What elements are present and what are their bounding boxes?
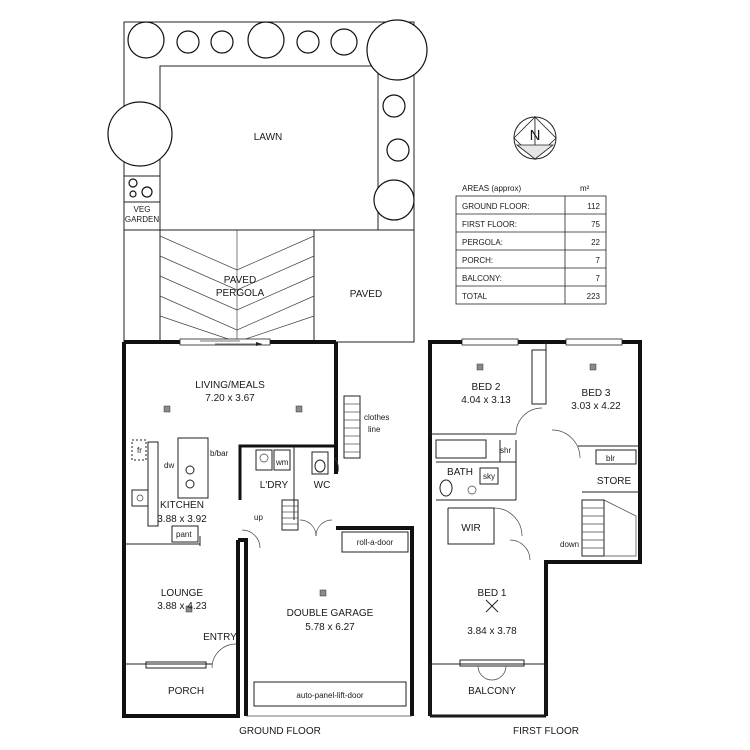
paved-pergola-label-1: PAVED xyxy=(224,275,256,286)
first-floor-title: FIRST FLOOR xyxy=(513,726,579,737)
tree-icon xyxy=(296,30,320,54)
laundry-label: L'DRY xyxy=(260,480,289,491)
areas-row-value: 7 xyxy=(596,256,601,265)
clothes-line-label-1: clothes xyxy=(364,413,389,422)
tree-icon xyxy=(382,94,406,118)
ground-floor-title: GROUND FLOOR xyxy=(239,726,321,737)
auto-door-label: auto-panel-lift-door xyxy=(296,691,363,700)
balcony-label: BALCONY xyxy=(468,686,516,697)
veg-plant-icon xyxy=(129,190,137,198)
tree-icon xyxy=(366,19,428,81)
trees xyxy=(107,19,428,221)
bed1-dimension: 3.84 x 3.78 xyxy=(467,626,517,637)
ground-floor-plan xyxy=(122,338,414,718)
double-garage-dimension: 5.78 x 6.27 xyxy=(305,622,355,633)
tree-icon xyxy=(330,28,358,56)
pergola-paving xyxy=(159,229,315,343)
tree-icon xyxy=(386,138,410,162)
areas-row-label: FIRST FLOOR: xyxy=(462,220,517,229)
wc-label: WC xyxy=(314,480,331,491)
wir-label: WIR xyxy=(461,523,480,534)
stairs-down-label: down xyxy=(560,540,579,549)
store-label: STORE xyxy=(597,476,632,487)
north-compass-icon: N xyxy=(513,116,557,160)
bed2-dimension: 4.04 x 3.13 xyxy=(461,395,511,406)
areas-row-value: 22 xyxy=(591,238,600,247)
skylight-label: sky xyxy=(483,472,495,481)
tree-icon xyxy=(210,30,234,54)
double-garage-label: DOUBLE GARAGE xyxy=(287,608,374,619)
fridge-label: fr xyxy=(137,446,142,455)
porch-label: PORCH xyxy=(168,686,204,697)
areas-row-label: PORCH: xyxy=(462,256,493,265)
areas-row-value: 112 xyxy=(587,202,600,211)
entry-label: ENTRY xyxy=(203,632,237,643)
blr-label: blr xyxy=(606,454,615,463)
areas-total-label: TOTAL xyxy=(462,292,488,301)
bed3-dimension: 3.03 x 4.22 xyxy=(571,401,621,412)
dishwasher-label: dw xyxy=(164,461,174,470)
lawn-label: LAWN xyxy=(254,132,283,143)
paved-pergola-label-2: PERGOLA xyxy=(216,288,265,299)
first-floor-plan xyxy=(428,338,642,718)
bed2-label: BED 2 xyxy=(472,382,501,393)
kitchen-label: KITCHEN xyxy=(160,500,204,511)
veg-garden-bed xyxy=(123,175,161,203)
clothes-line-label-2: line xyxy=(368,425,381,434)
bath-label: BATH xyxy=(447,467,473,478)
compass-letter: N xyxy=(530,127,541,144)
areas-title: AREAS (approx) xyxy=(462,184,521,193)
pantry-label: pant xyxy=(176,530,192,539)
bbar-label: b/bar xyxy=(210,449,229,458)
bed1-label: BED 1 xyxy=(478,588,507,599)
living-meals-dimension: 7.20 x 3.67 xyxy=(205,393,255,404)
areas-total-value: 223 xyxy=(587,292,601,301)
paved-label: PAVED xyxy=(350,289,382,300)
tree-icon xyxy=(373,179,415,221)
lounge-dimension: 3.88 x 4.23 xyxy=(157,601,207,612)
veg-garden-label-2: GARDEN xyxy=(125,215,159,224)
tree-icon xyxy=(127,21,165,59)
lounge-label: LOUNGE xyxy=(161,588,204,599)
kitchen-dimension: 3.88 x 3.92 xyxy=(157,514,207,525)
areas-row-label: BALCONY: xyxy=(462,274,502,283)
tree-icon xyxy=(107,101,173,167)
areas-row-value: 75 xyxy=(591,220,600,229)
roll-a-door-label: roll-a-door xyxy=(357,538,394,547)
clothes-line-frame xyxy=(343,395,361,459)
bed3-label: BED 3 xyxy=(582,388,611,399)
stairs-up-label: up xyxy=(254,513,263,522)
areas-table: AREAS (approx) m² GROUND FLOOR: 112 FIRS… xyxy=(455,184,607,305)
veg-plant-icon xyxy=(128,178,138,188)
areas-unit: m² xyxy=(580,184,590,193)
areas-row-value: 7 xyxy=(596,274,601,283)
washing-machine-label: wm xyxy=(275,458,289,467)
tree-icon xyxy=(176,30,200,54)
areas-row-label: PERGOLA: xyxy=(462,238,503,247)
tree-icon xyxy=(247,21,285,59)
living-meals-label: LIVING/MEALS xyxy=(195,380,265,391)
veg-plant-icon xyxy=(141,186,153,198)
shower-label: shr xyxy=(500,446,511,455)
site-area xyxy=(123,21,415,459)
areas-row-label: GROUND FLOOR: xyxy=(462,202,530,211)
veg-garden-label-1: VEG xyxy=(134,205,151,214)
